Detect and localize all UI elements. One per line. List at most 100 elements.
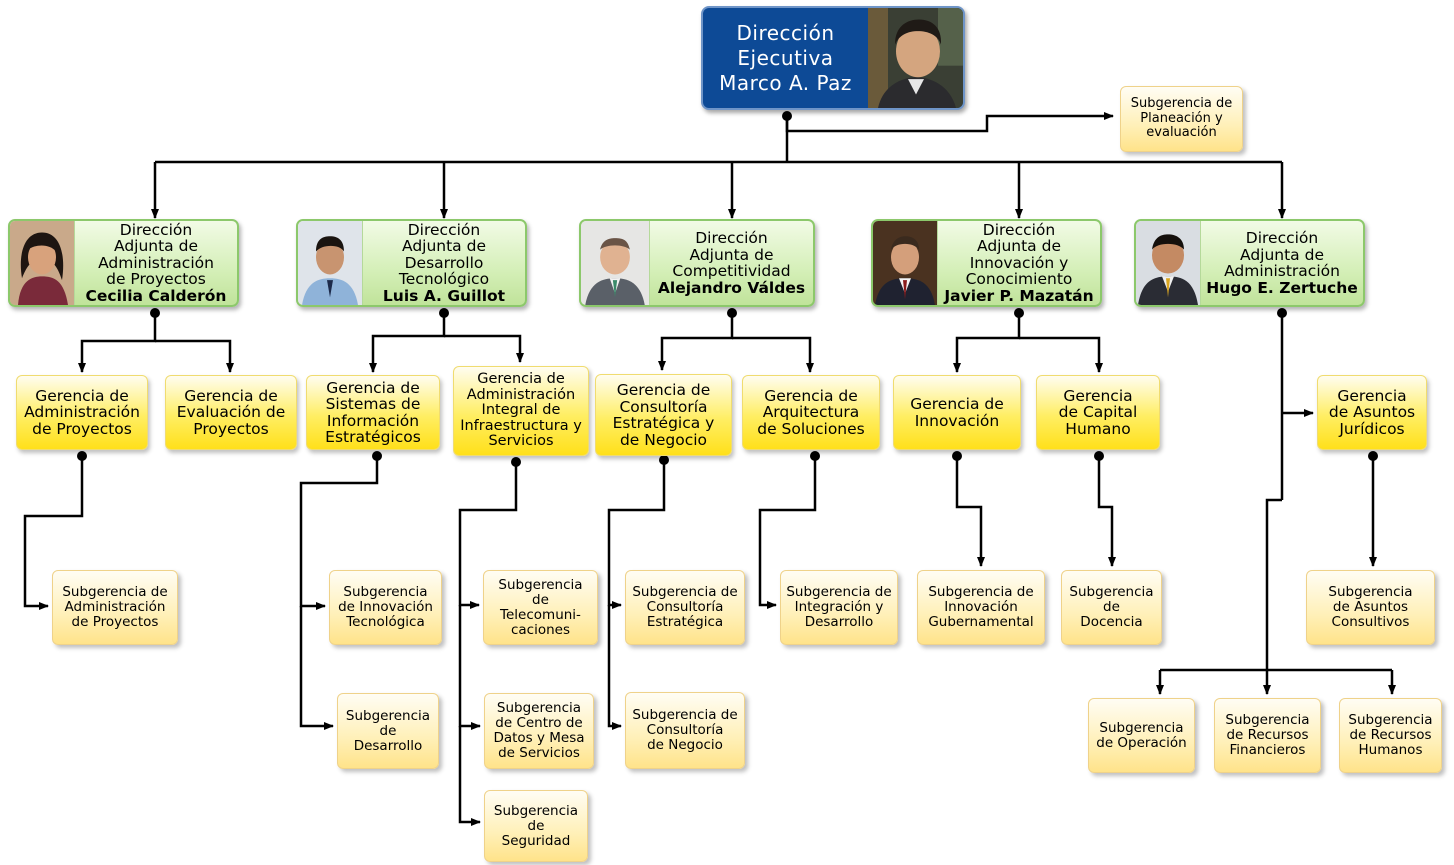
luis-guillot-name: Luis A. Guillot [382, 286, 506, 305]
text-line: Gerencia de [184, 386, 278, 405]
text-line: Dirección [695, 229, 768, 247]
text-line: de [1103, 599, 1120, 615]
text-line: Financieros [1229, 742, 1306, 758]
text-line: Seguridad [501, 832, 571, 849]
alejandro-valdes-name: Alejandro Váldes [657, 278, 806, 297]
text-line: Dirección [736, 20, 835, 45]
text-line: Innovación y [969, 253, 1069, 272]
alejandro-valdes-avatar [581, 221, 650, 305]
text-line: Gerencia de [910, 395, 1004, 413]
text-line: Administración [64, 599, 166, 615]
text-line: Infraestructura y [460, 417, 582, 434]
text-line: Administración [98, 253, 214, 272]
text-line: Conocimiento [965, 270, 1073, 289]
text-line: de Centro de [495, 715, 583, 731]
text-line: de Proyectos [32, 419, 132, 438]
javier-mazatan-avatar [873, 221, 938, 305]
text-line: de Recursos [1349, 727, 1432, 743]
hugo-zertuche-name: Hugo E. Zertuche [1206, 278, 1358, 297]
text-line: Adjunta de [976, 237, 1061, 256]
text-line: Planeación y [1140, 110, 1223, 126]
text-line: Subgerencia de [632, 707, 738, 723]
text-line: Desarrollo [353, 737, 423, 754]
text-line: evaluación [1146, 125, 1217, 141]
text-line: de Servicios [498, 745, 580, 761]
text-line: Subgerencia de [1130, 96, 1233, 112]
text-line: Proyectos [193, 419, 269, 438]
cecilia-calderon-name: Cecilia Calderón [85, 286, 227, 305]
text-line: Docencia [1080, 614, 1143, 630]
text-line: Subgerencia [345, 707, 431, 724]
text-line: Datos y Mesa [493, 730, 585, 746]
text-line: Gubernamental [928, 614, 1034, 630]
text-line: Subgerencia [1069, 584, 1154, 600]
text-line: de Proyectos [106, 270, 206, 289]
text-line: Innovación [914, 411, 1000, 430]
text-line: Subgerencia de [632, 584, 738, 600]
text-line: Subgerencia de [928, 584, 1034, 600]
text-line: Integral de [481, 402, 561, 419]
text-line: Subgerencia [496, 700, 582, 716]
text-line: Estratégicos [325, 428, 421, 446]
text-line: Subgerencia de [786, 584, 892, 600]
director-ejecutivo-avatar [868, 8, 963, 108]
text-line: Subgerencia de [62, 584, 168, 600]
text-line: Subgerencia [493, 802, 579, 819]
